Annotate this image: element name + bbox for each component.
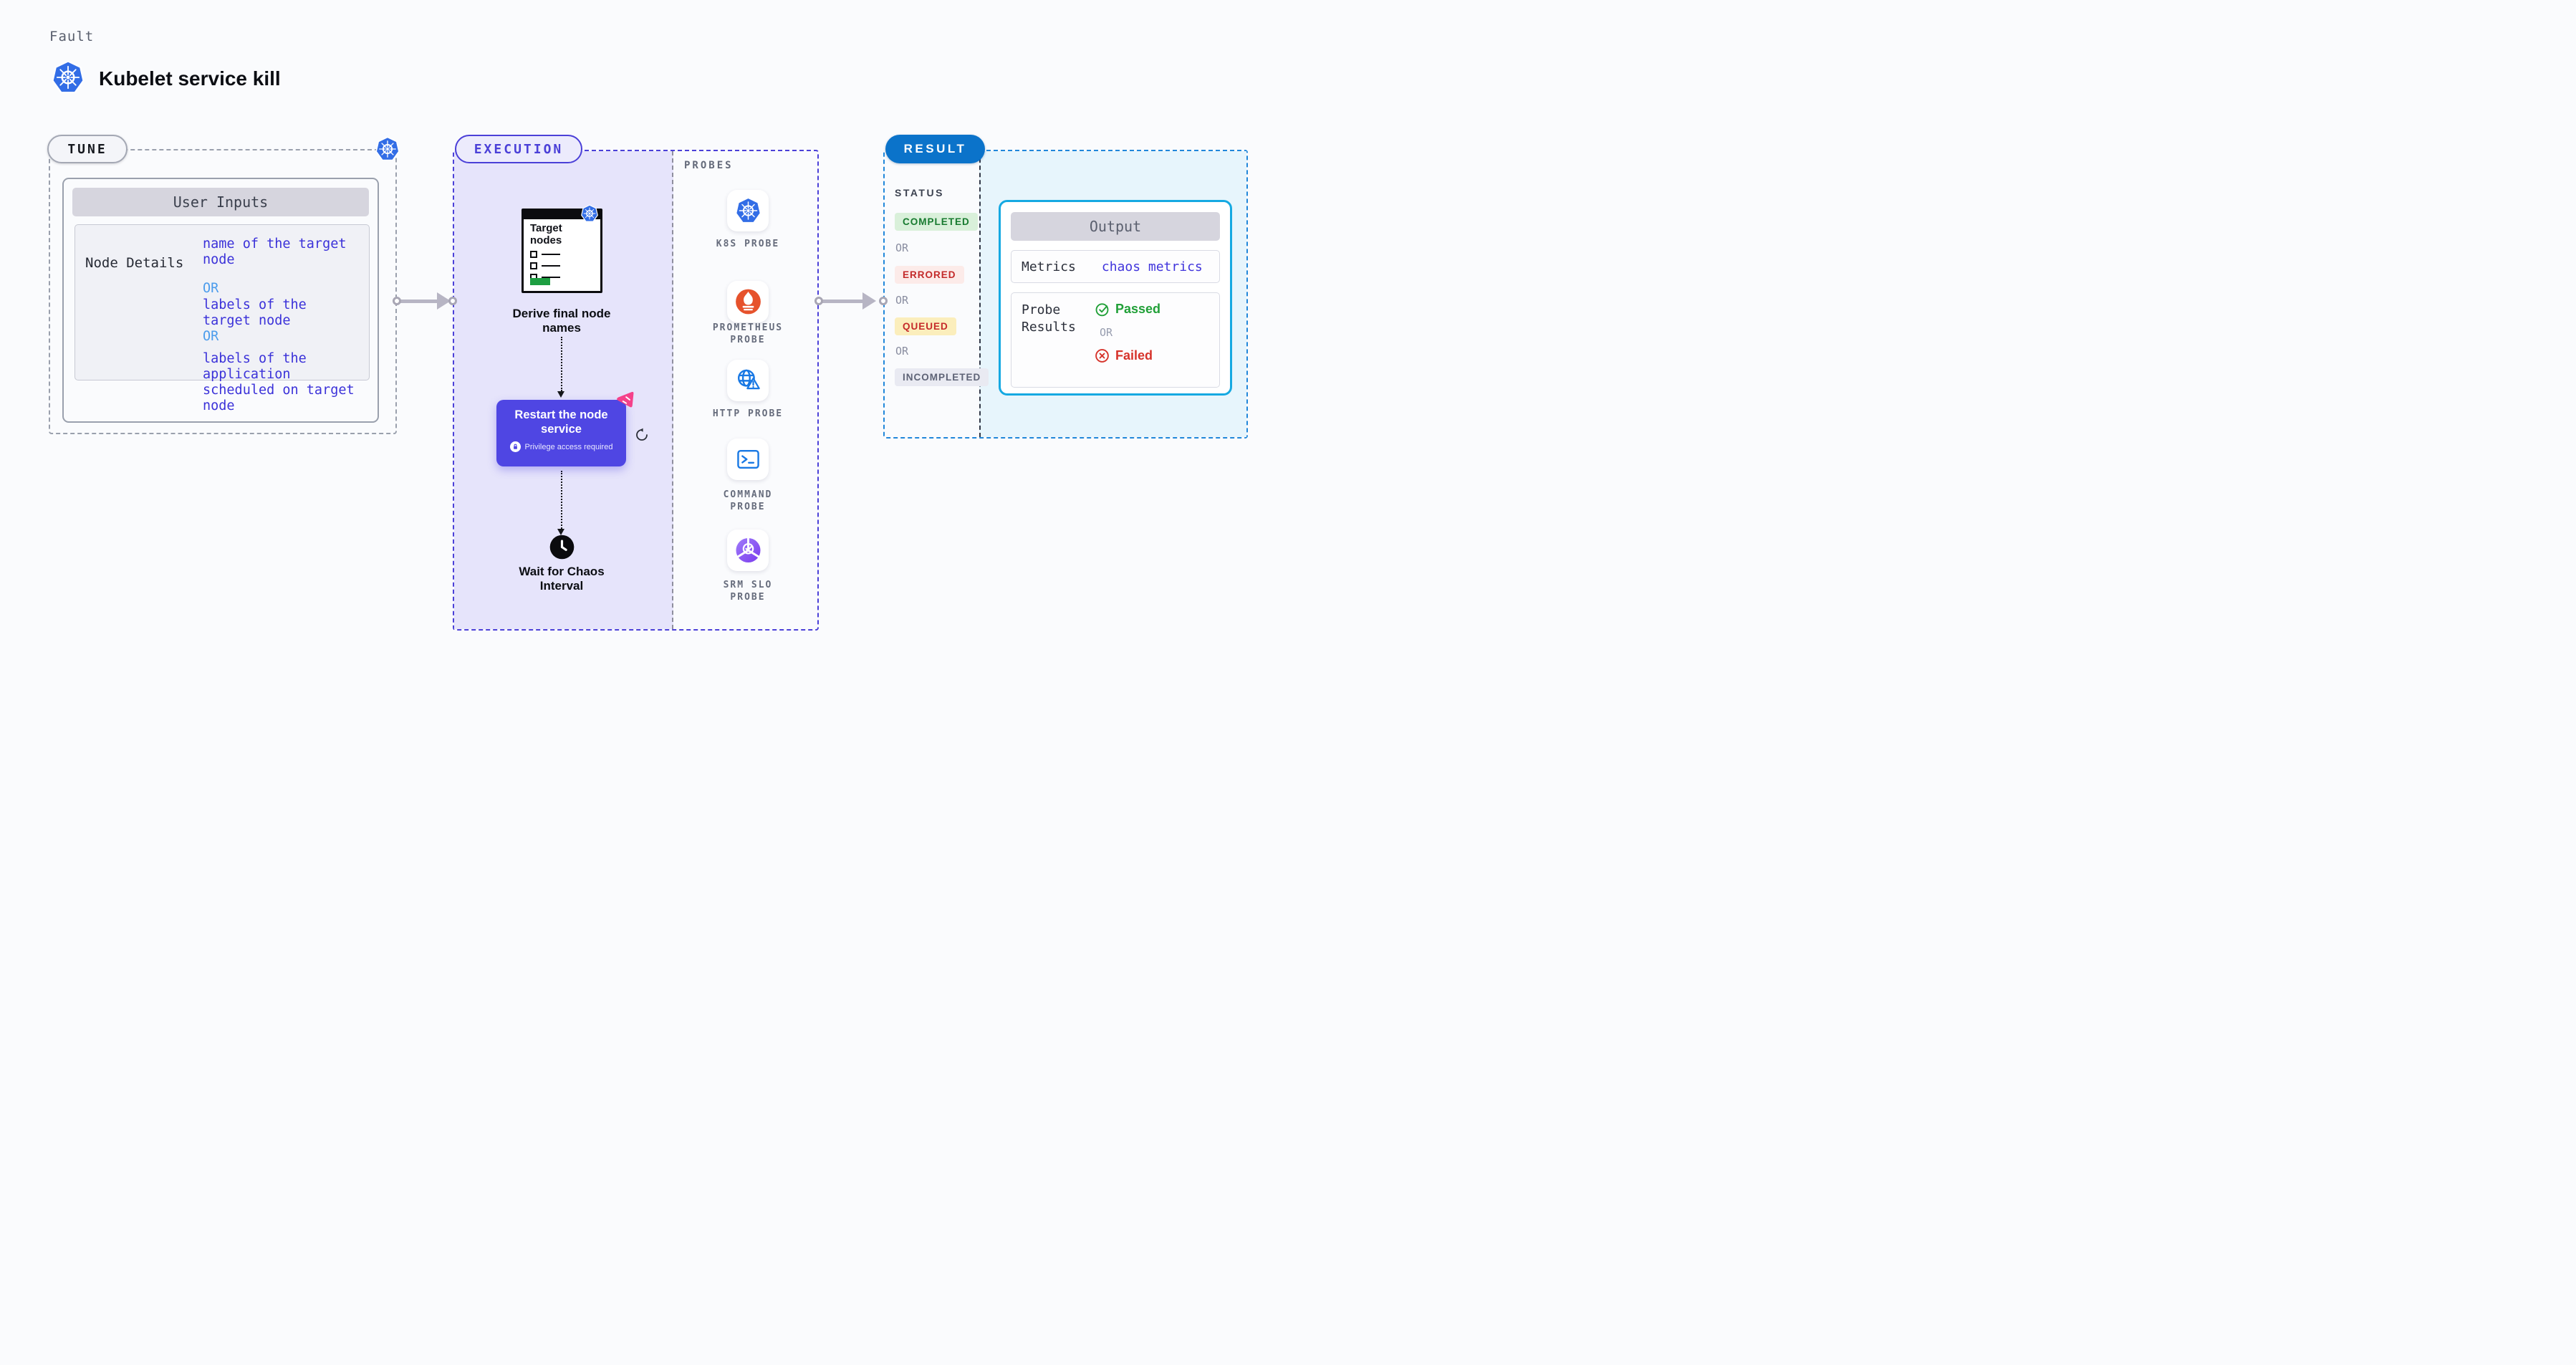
status-output-divider — [979, 151, 981, 437]
k8s-icon — [735, 197, 761, 224]
metrics-row: Metrics chaos metrics — [1011, 250, 1220, 283]
restart-node-service-step: Restart the node service Privilege acces… — [496, 400, 626, 466]
srm-slo-probe-card — [727, 530, 769, 571]
output-card: Output Metrics chaos metrics Probe Resul… — [999, 200, 1232, 396]
probe-label: SRM SLO PROBE — [723, 580, 773, 603]
probe-results-values: Passed OR Failed — [1095, 302, 1160, 363]
arrowhead-icon — [862, 292, 876, 310]
status-heading: STATUS — [895, 187, 944, 198]
or-separator: OR — [895, 241, 909, 254]
or-separator: OR — [203, 281, 219, 296]
probe-label: K8S PROBE — [716, 239, 780, 249]
result-section: STATUS COMPLETED OR ERRORED OR QUEUED OR… — [883, 150, 1248, 439]
restart-step-title: Restart the node service — [514, 408, 608, 436]
http-globe-icon — [735, 367, 761, 394]
result-badge: RESULT — [885, 135, 985, 163]
passed-label: Passed — [1115, 302, 1161, 316]
prometheus-icon — [735, 288, 761, 315]
progress-bar — [530, 278, 550, 285]
prometheus-probe-card — [727, 281, 769, 322]
target-nodes-card: Target nodes — [522, 209, 602, 293]
node-details-row: Node Details name of the target node OR … — [75, 224, 370, 413]
command-probe-card — [727, 439, 769, 480]
lock-icon — [510, 441, 521, 452]
input-node-name: name of the target node — [203, 236, 347, 267]
probe-label: PROMETHEUS PROBE — [712, 322, 784, 345]
checklist-item — [530, 262, 600, 269]
or-separator: OR — [1100, 326, 1113, 339]
target-nodes-title: Target nodes — [530, 222, 562, 246]
privilege-label: Privilege access required — [524, 442, 613, 451]
checkbox-icon — [530, 251, 537, 258]
or-separator: OR — [895, 294, 909, 307]
probe-results-row: Probe Results Passed OR Failed — [1011, 292, 1220, 388]
probe-results-label: Probe Results — [1022, 302, 1076, 335]
status-badge-incompleted: INCOMPLETED — [895, 368, 989, 386]
arrow-execution-to-result — [822, 300, 865, 303]
failed-label: Failed — [1115, 348, 1153, 363]
wait-chaos-interval-label: Wait for Chaos Interval — [519, 565, 605, 593]
connector-dot — [879, 297, 888, 305]
input-node-labels: labels of the target node — [203, 297, 307, 328]
execution-section: PROBES Target nodes Derive final node na… — [453, 150, 819, 631]
connector-dot — [814, 297, 823, 305]
srm-slo-icon — [735, 537, 761, 564]
status-badge-queued: QUEUED — [895, 317, 956, 335]
user-inputs-card: User Inputs Node Details name of the tar… — [62, 178, 379, 423]
line-placeholder — [542, 276, 560, 279]
check-circle-icon — [1095, 302, 1110, 317]
privilege-note: Privilege access required — [496, 441, 626, 452]
input-app-labels: labels of the application scheduled on t… — [203, 351, 355, 413]
clock-icon — [549, 535, 575, 560]
litmus-chaos-icon — [615, 391, 635, 411]
user-inputs-title: User Inputs — [72, 188, 369, 216]
flow-arrow-down — [557, 337, 564, 398]
output-title: Output — [1011, 212, 1220, 241]
kubernetes-icon — [52, 60, 85, 95]
fault-kind-label: Fault — [49, 29, 95, 44]
probes-heading: PROBES — [684, 160, 734, 171]
http-probe-card — [727, 360, 769, 401]
arrow-tune-to-execution — [400, 300, 440, 303]
execution-badge: EXECUTION — [455, 135, 582, 163]
status-badge-errored: ERRORED — [895, 266, 964, 284]
checklist-item — [530, 251, 600, 258]
connector-dot — [448, 297, 457, 305]
failed-row: Failed — [1095, 348, 1160, 363]
x-circle-icon — [1095, 348, 1110, 363]
tune-badge: TUNE — [47, 135, 128, 163]
flow-arrow-down — [557, 471, 564, 535]
or-separator: OR — [203, 329, 219, 344]
checkbox-icon — [530, 262, 537, 269]
kubernetes-icon — [581, 204, 598, 223]
metrics-label: Metrics — [1022, 259, 1076, 274]
page-title: Kubelet service kill — [99, 67, 281, 90]
node-details-label: Node Details — [85, 255, 184, 271]
probe-label: COMMAND PROBE — [723, 489, 773, 512]
status-badge-completed: COMPLETED — [895, 213, 978, 231]
node-details-values: name of the target node OR labels of the… — [203, 236, 367, 414]
card-top-bar — [524, 211, 600, 219]
kubernetes-icon — [375, 136, 400, 162]
probe-label: HTTP PROBE — [712, 408, 784, 419]
terminal-icon — [735, 446, 761, 473]
line-placeholder — [542, 264, 560, 267]
or-separator: OR — [895, 345, 909, 358]
metrics-value: chaos metrics — [1101, 259, 1203, 274]
arrowhead-icon — [437, 292, 451, 310]
retry-loop-icon — [635, 428, 649, 442]
connector-dot — [393, 297, 401, 305]
passed-row: Passed — [1095, 302, 1160, 317]
k8s-probe-card — [727, 190, 769, 231]
tune-section — [49, 149, 397, 434]
line-placeholder — [542, 253, 560, 256]
fault-diagram: Fault Kubelet service kill TUNE User Inp… — [0, 0, 1288, 682]
derive-node-names-label: Derive final node names — [512, 307, 611, 335]
